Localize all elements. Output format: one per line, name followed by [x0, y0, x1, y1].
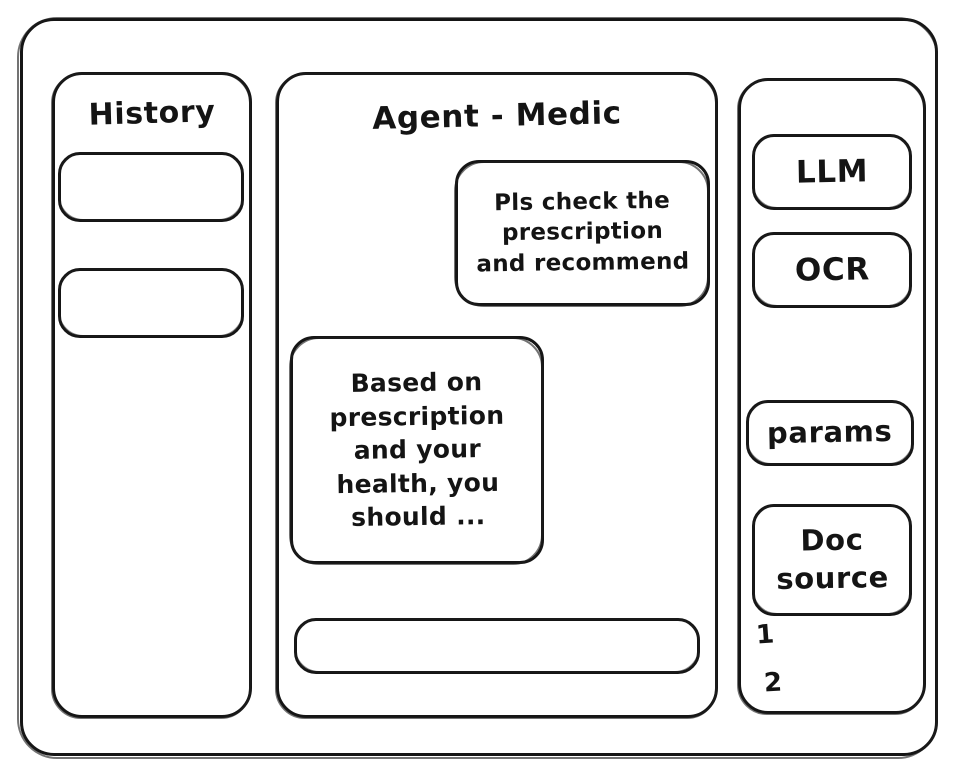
agent-message-text: Based on prescription and your health, y…	[328, 367, 505, 533]
history-list-item[interactable]	[58, 152, 244, 222]
user-message-text: Pls check the prescription and recommend	[476, 188, 690, 278]
tool-chip-llm[interactable]: LLM	[752, 134, 912, 210]
tool-chip-ocr-label: OCR	[794, 251, 870, 289]
user-message-bubble: Pls check the prescription and recommend	[454, 160, 710, 307]
history-list-item[interactable]	[58, 268, 244, 338]
history-panel-title: History	[88, 94, 216, 133]
doc-source-item-2[interactable]: 2	[763, 667, 783, 699]
tool-chip-llm-label: LLM	[795, 153, 869, 191]
tool-chip-doc-source[interactable]: Doc source	[752, 504, 912, 616]
tool-chip-doc-source-label: Doc source	[775, 522, 889, 596]
tool-chip-params-label: params	[767, 414, 893, 451]
message-input[interactable]	[294, 618, 700, 674]
agent-message-bubble: Based on prescription and your health, y…	[289, 336, 544, 565]
tool-chip-ocr[interactable]: OCR	[752, 232, 912, 308]
doc-source-item-1[interactable]: 1	[754, 619, 776, 651]
tool-chip-params[interactable]: params	[746, 400, 914, 466]
